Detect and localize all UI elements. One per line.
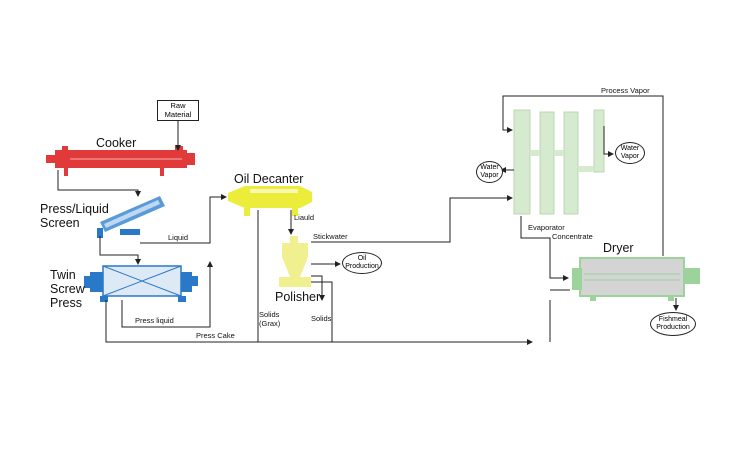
concentrate-flow-label: Concentrate: [552, 232, 593, 241]
press-screen-label-line2: Screen: [40, 216, 80, 230]
oil-decanter-label: Oil Decanter: [234, 172, 304, 186]
evaporator-flow-label: Evaporator: [528, 223, 565, 232]
water-vapor-right-line1: Water: [620, 145, 640, 153]
oil-production-line2: Production: [345, 263, 379, 270]
water-vapor-right-line2: Vapor: [620, 153, 640, 160]
liauld-flow-label: Liauld: [294, 213, 315, 222]
stickwater-flow-label: Stickwater: [313, 232, 348, 241]
fishmeal-production-line1: Fishmeal: [658, 316, 688, 324]
cooker-equipment: [46, 146, 195, 176]
flow-lines: [57, 95, 679, 345]
solids-grax-flow-label-line2: (Grax): [259, 319, 281, 328]
dryer-label: Dryer: [603, 241, 634, 255]
fishmeal-production-oval: Fishmeal Production: [650, 312, 696, 336]
fishmeal-production-line2: Production: [656, 324, 690, 331]
water-vapor-left-line2: Vapor: [480, 172, 499, 179]
press-cake-flow-label: Press Cake: [196, 331, 235, 340]
oil-decanter-equipment: [228, 186, 312, 216]
solids-grax-flow-label-line1: Solids: [259, 310, 280, 319]
cooker-label: Cooker: [96, 136, 137, 150]
evaporator-equipment: [513, 109, 605, 215]
oil-production-oval: Oil Production: [342, 252, 382, 274]
twin-press-label-line3: Press: [50, 296, 82, 310]
raw-material-line1: Raw: [170, 101, 186, 110]
polisher-label: Polisher: [275, 290, 321, 304]
raw-material-box: Raw Material: [157, 100, 199, 121]
polisher-equipment: [279, 236, 311, 287]
process-vapor-flow-label: Process Vapor: [601, 86, 650, 95]
water-vapor-left-line1: Water: [480, 164, 499, 172]
water-vapor-left-oval: Water Vapor: [476, 161, 503, 183]
water-vapor-right-oval: Water Vapor: [615, 142, 645, 164]
press-screen-equipment: [97, 196, 165, 238]
liquid-flow-label: Liquid: [168, 233, 189, 242]
twin-press-label-line1: Twin: [50, 268, 76, 282]
press-liquid-flow-label: Press liquid: [135, 316, 174, 325]
twin-press-label-line2: Screw: [50, 282, 85, 296]
press-screen-label-line1: Press/Liquid: [40, 202, 109, 216]
twin-press-equipment: [84, 265, 198, 302]
solids-flow-label: Solids: [311, 314, 332, 323]
dryer-equipment: [572, 257, 700, 301]
raw-material-line2: Material: [164, 109, 192, 119]
oil-production-line1: Oil: [357, 255, 367, 263]
